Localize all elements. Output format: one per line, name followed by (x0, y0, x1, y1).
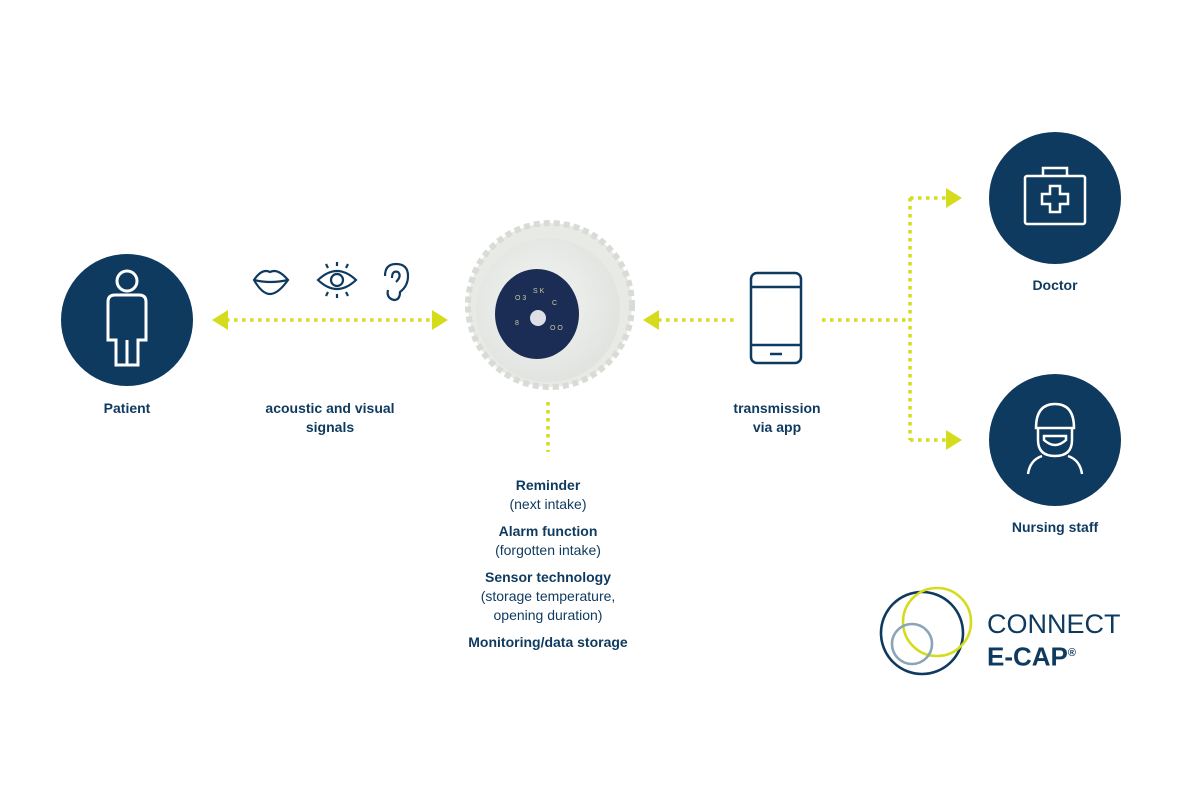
feature-detail: (forgotten intake) (495, 542, 601, 558)
nursing-label: Nursing staff (1011, 519, 1099, 535)
nursing-circle (989, 374, 1121, 506)
arrow-right-icon (946, 430, 962, 450)
patient-label: Patient (103, 400, 151, 416)
signal-icons (252, 262, 410, 302)
logo-text: CONNECT E-CAP® (987, 610, 1121, 672)
feature-item: Alarm function (forgotten intake) (440, 522, 656, 560)
arrow-right-icon (432, 310, 448, 330)
doctor-label: Doctor (1032, 277, 1078, 293)
doctor-circle (989, 132, 1121, 264)
smartphone-icon (749, 271, 803, 365)
lips-icon (252, 269, 290, 296)
arrow-left-icon (212, 310, 228, 330)
arrowheads (212, 188, 962, 450)
person-icon (106, 269, 148, 367)
logo-line1: CONNECT (987, 609, 1121, 639)
connect-e-cap-logo (879, 586, 973, 676)
patient-circle (61, 254, 193, 386)
e-cap-device: O 3 S K C 8 O O (465, 220, 635, 390)
transmission-label-line2: via app (752, 419, 802, 435)
feature-detail: (next intake) (509, 496, 587, 512)
logo-e-cap: E-CAP (987, 641, 1068, 672)
arrow-left-icon (643, 310, 659, 330)
ear-icon (383, 262, 410, 302)
signals-label: acoustic and visual signals (240, 399, 420, 437)
feature-item: Sensor technology (storage temperature, o… (440, 568, 656, 625)
arrow-right-icon (946, 188, 962, 208)
svg-text:O O: O O (550, 325, 563, 332)
feature-detail: (storage temperature, opening duration) (480, 588, 616, 623)
logo-line2: E-CAP® (987, 639, 1121, 672)
svg-text:C: C (552, 300, 557, 307)
svg-text:O 3: O 3 (515, 295, 526, 302)
transmission-label-line1: transmission (733, 400, 821, 416)
connectors (226, 196, 948, 452)
feature-item: Reminder (next intake) (440, 476, 656, 514)
feature-title: Reminder (515, 477, 581, 493)
transmission-label: transmission via app (697, 399, 857, 437)
nurse-icon (1026, 402, 1084, 475)
svg-text:8: 8 (515, 320, 519, 327)
feature-item: Monitoring/data storage (440, 633, 656, 652)
signals-label-line1: acoustic and visual (265, 400, 395, 416)
registered-mark: ® (1067, 647, 1077, 659)
medical-kit-icon (1023, 166, 1087, 226)
feature-title: Monitoring/data storage (468, 634, 628, 650)
feature-title: Sensor technology (484, 569, 612, 585)
signals-label-line2: signals (305, 419, 355, 435)
feature-title: Alarm function (498, 523, 598, 539)
eye-icon (316, 262, 358, 298)
svg-text:S K: S K (533, 288, 545, 295)
feature-list: Reminder (next intake) Alarm function (for… (440, 476, 656, 660)
